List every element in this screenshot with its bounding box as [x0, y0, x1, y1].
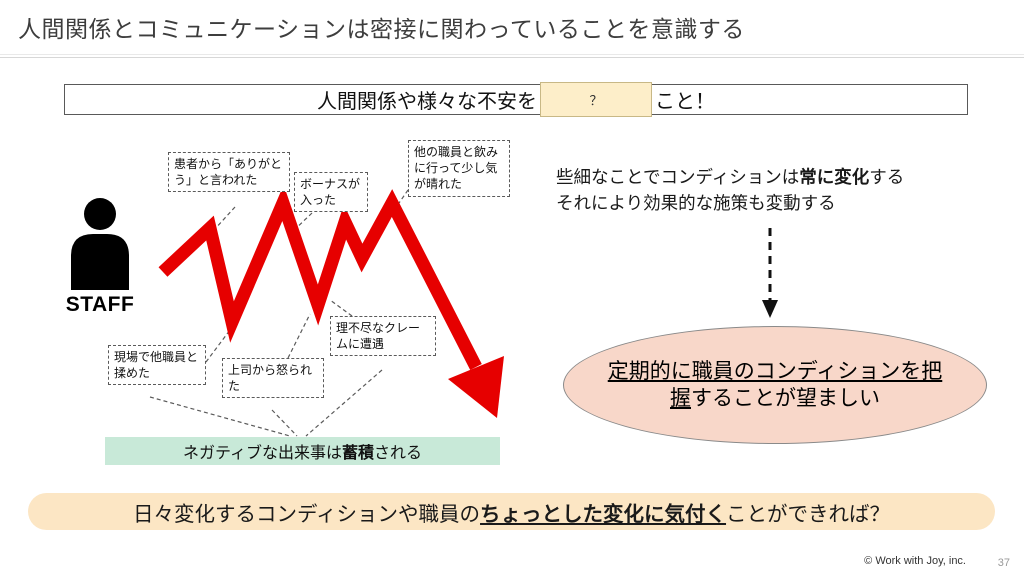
staff-label: STAFF — [65, 293, 135, 316]
takeaway-post: ことができれば？ — [726, 502, 891, 526]
note-line1-post: する — [869, 167, 905, 187]
bottom-takeaway-bar: 日々変化するコンディションや職員のちょっとした変化に気付くことができれば？ — [28, 493, 995, 530]
question-mark: ？ — [589, 93, 603, 108]
condition-trend-arrow — [158, 184, 504, 418]
negative-accumulation-box: ネガティブな出来事は蓄積される — [105, 437, 500, 465]
page-number: 37 — [997, 557, 1010, 569]
callout-thanks: 患者から「ありがとう」と言われた — [168, 152, 290, 193]
hidden-answer-box: ？ — [540, 82, 652, 117]
negative-text-bold: 蓄積 — [342, 445, 375, 462]
callout-connectors — [149, 189, 409, 437]
condition-note: 些細なことでコンディションは常に変化する それにより効果的な施策も変動する — [556, 164, 980, 217]
conclusion-text: 定期的に職員のコンディションを把握することが望ましい — [607, 358, 943, 413]
takeaway-emphasis: ちょっとした変化に気付く — [480, 502, 727, 526]
callout-conflict: 現場で他職員と揉めた — [108, 345, 206, 386]
callout-drink: 他の職員と飲みに行って少し気が晴れた — [408, 140, 510, 197]
negative-text-post: される — [374, 445, 423, 462]
person-icon — [71, 198, 129, 290]
callout-claim: 理不尽なクレームに遭遇 — [330, 316, 436, 357]
conclusion-ellipse: 定期的に職員のコンディションを把握することが望ましい — [563, 326, 987, 444]
dashed-down-arrow — [762, 228, 778, 318]
note-line1-pre: 些細なことでコンディションは — [556, 167, 800, 187]
callout-bonus: ボーナスが入った — [294, 172, 368, 213]
callout-scolded: 上司から怒られた — [222, 358, 324, 399]
page-title: 人間関係とコミュニケーションは密接に関わっていることを意識する — [18, 16, 745, 42]
staff-figure: STAFF — [58, 198, 142, 317]
takeaway-pre: 日々変化するコンディションや職員の — [132, 502, 481, 526]
note-line2: それにより効果的な施策も変動する — [556, 193, 836, 214]
conclusion-underlined: 定期的に職員のコンディションを把握 — [607, 359, 943, 410]
key-message-box: 人間関係や様々な不安を ？ こと！ — [64, 82, 968, 117]
note-line1-bold: 常に変化 — [799, 167, 870, 187]
conclusion-rest: することが望ましい — [691, 387, 880, 410]
title-divider — [0, 54, 1024, 58]
key-message-before: 人間関係や様々な不安を — [317, 91, 537, 113]
key-message-after: こと！ — [655, 91, 715, 113]
negative-text-pre: ネガティブな出来事は — [182, 445, 342, 462]
copyright-text: © Work with Joy, inc. — [864, 555, 966, 567]
